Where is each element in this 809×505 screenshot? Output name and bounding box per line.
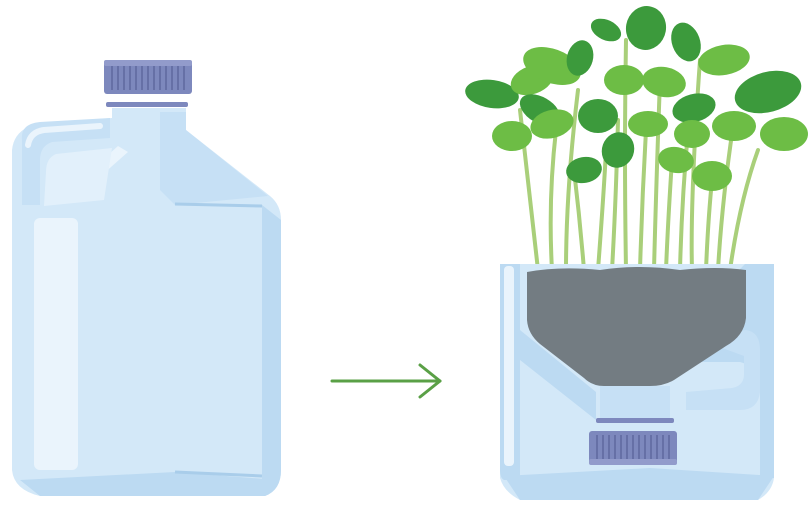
plastic-jug [12,60,281,496]
jug-neck-ring [106,102,188,107]
jug-highlight-strip [34,218,78,470]
arrow-right-icon [332,365,440,397]
planter-neck [600,386,670,420]
jug-shoulder-shade [160,112,268,205]
seedlings [463,3,808,270]
planter-highlight-strip [504,266,514,466]
jug-side-shade [262,205,281,496]
jug-planter [500,264,774,500]
jug-cap-top [104,60,192,66]
seedling-leaves [463,3,808,191]
jug-shoulder-line [175,204,262,206]
planter-neck-ring [596,418,674,423]
planter-cap-bottom [589,459,677,465]
jug-handle-gap [44,148,112,206]
